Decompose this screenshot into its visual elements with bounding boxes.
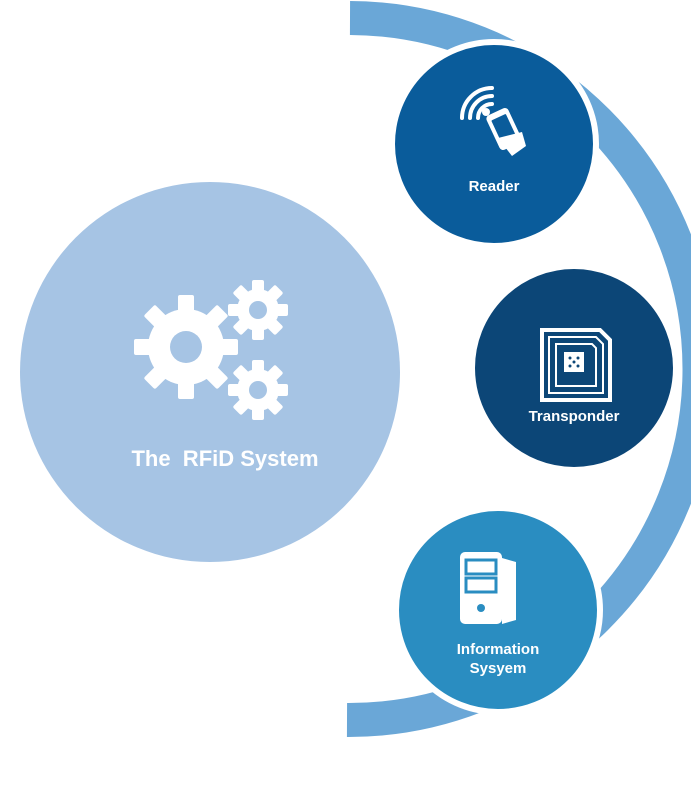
gears-icon — [134, 280, 288, 420]
information-system-label-line1: Information — [456, 641, 540, 658]
central-label: The RFiD System — [131, 446, 319, 471]
server-tower-icon — [460, 552, 516, 624]
handheld-reader-icon — [460, 86, 526, 156]
reader-label: Reader — [468, 178, 520, 195]
information-system-label-line2: Sysyem — [469, 659, 527, 677]
rfid-chip-tag-icon — [540, 328, 612, 402]
reader-node — [389, 39, 599, 249]
transponder-label: Transponder — [528, 408, 620, 425]
information-system-label: Information Sysyem — [418, 641, 578, 679]
